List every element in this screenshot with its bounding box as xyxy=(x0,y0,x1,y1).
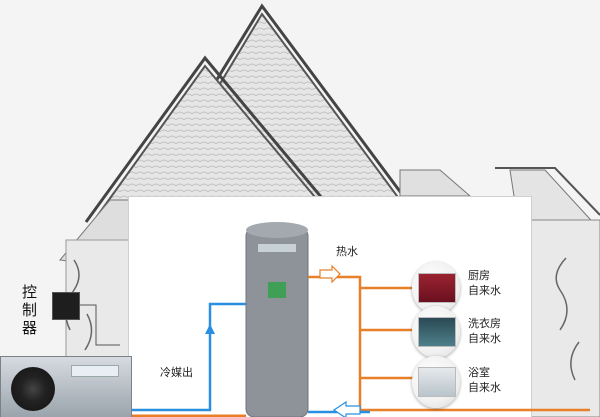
refrigerant-out-line xyxy=(130,302,246,412)
laundry-icon xyxy=(418,317,456,347)
tank-logo xyxy=(268,282,286,298)
cold-water-arrow xyxy=(332,400,361,417)
controller-box xyxy=(52,292,80,320)
tank-top xyxy=(246,222,308,238)
output-bathroom-line2: 自来水 xyxy=(468,381,501,394)
controller-label: 控制器 xyxy=(22,283,38,337)
output-kitchen-line1: 厨房 xyxy=(468,269,490,282)
controller-wire xyxy=(78,304,120,346)
tank-brand-plate xyxy=(258,244,296,252)
output-kitchen-line2: 自来水 xyxy=(468,284,501,297)
unit-brand-plate xyxy=(71,365,119,377)
refrigerant-arrow xyxy=(205,324,215,334)
output-laundry-line2: 自来水 xyxy=(468,332,501,345)
bathroom-faucet-icon xyxy=(418,367,456,397)
outdoor-heat-pump-unit xyxy=(0,356,132,417)
refrigerant-out-label: 冷媒出 xyxy=(160,366,193,379)
water-tank xyxy=(245,227,309,417)
fan-icon xyxy=(11,367,55,411)
hot-water-arrow xyxy=(319,264,341,284)
kitchen-faucet-icon xyxy=(418,273,456,303)
system-panel xyxy=(128,196,532,417)
hot-water-label: 热水 xyxy=(336,245,358,258)
output-bathroom-line1: 浴室 xyxy=(468,366,490,379)
output-laundry-line1: 洗衣房 xyxy=(468,317,501,330)
